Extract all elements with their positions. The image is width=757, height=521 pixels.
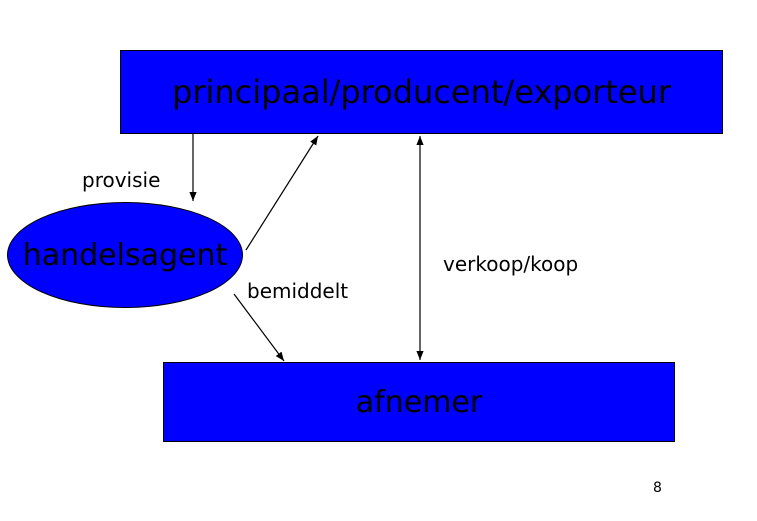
- agent-label: handelsagent: [22, 237, 228, 273]
- page-number: 8: [653, 480, 662, 496]
- agent-node: handelsagent: [7, 202, 243, 308]
- arrow-agent-to-principal: [245, 135, 319, 251]
- principal-node: principaal/producent/exporteur: [120, 50, 723, 134]
- principal-label: principaal/producent/exporteur: [172, 73, 671, 111]
- mediates-edge-label: bemiddelt: [247, 279, 349, 303]
- buyer-node: afnemer: [163, 362, 675, 442]
- sale-edge-label: verkoop/koop: [443, 252, 579, 276]
- arrow-agent-to-buyer: [233, 293, 285, 362]
- buyer-label: afnemer: [355, 384, 483, 420]
- commission-edge-label: provisie: [82, 168, 161, 192]
